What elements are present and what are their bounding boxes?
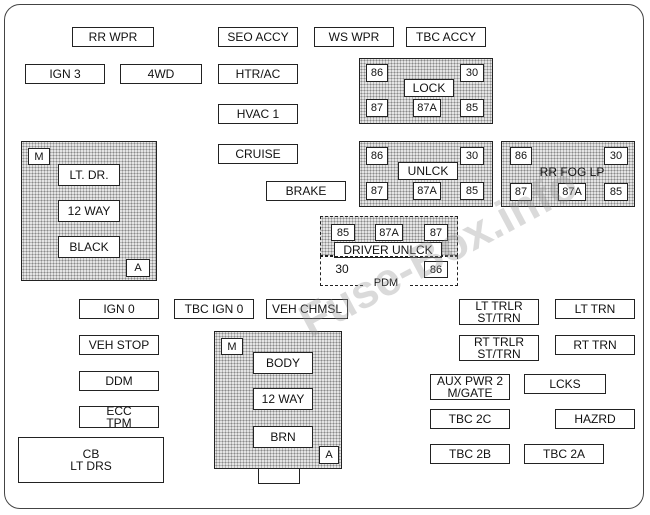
fuse-tbc-accy[interactable]: TBC ACCY [406,27,486,47]
tpm-label: TPM [106,416,132,430]
rr-fog-pin-85: 85 [604,183,628,201]
fuse-rt-trn[interactable]: RT TRN [555,335,635,355]
rr-fog-relay-label: RR FOG LP [539,165,605,179]
lt-dr-m-marker: M [28,148,50,165]
lt-drs-label: LT DRS [70,459,112,473]
lt-dr-module[interactable]: M LT. DR. 12 WAY BLACK A [21,141,157,281]
lt-dr-a-marker: A [126,259,150,277]
body-module[interactable]: M BODY 12 WAY BRN A [214,331,342,469]
unlck-pin-86: 86 [366,147,388,165]
body-m-marker: M [221,338,243,355]
fuse-lt-trn[interactable]: LT TRN [555,299,635,319]
lt-trlr-sub-label: ST/TRN [477,311,521,325]
rt-trlr-sub-label: ST/TRN [477,347,521,361]
fuse-ign3[interactable]: IGN 3 [25,64,105,84]
unlck-pin-85: 85 [460,182,484,200]
fuse-seo-accy[interactable]: SEO ACCY [218,27,298,47]
body-a-marker: A [319,446,339,464]
rr-fog-pin-87: 87 [510,183,532,201]
lt-dr-label: LT. DR. [58,164,120,186]
aux-pwr-label: AUX PWR 2 [436,374,503,388]
fuse-ddm[interactable]: DDM [79,371,159,391]
lock-pin-30: 30 [460,64,484,82]
driver-unlck-label: DRIVER UNLCK [334,242,442,258]
unlck-pin-87: 87 [366,182,388,200]
driver-unlck-pin-87: 87 [424,224,448,241]
fuse-ws-wpr[interactable]: WS WPR [314,27,394,47]
lock-relay-label: LOCK [404,79,454,97]
lock-pin-87: 87 [366,99,388,117]
fuse-rt-trlr-st-trn[interactable]: RT TRLR ST/TRN [459,335,539,361]
lock-pin-85: 85 [460,99,484,117]
pdm-label: PDM [364,276,408,290]
fuse-htr-ac[interactable]: HTR/AC [218,64,298,84]
rr-fog-pin-86: 86 [510,147,532,165]
body-12way: 12 WAY [253,388,313,410]
lt-dr-12way: 12 WAY [58,200,120,222]
fuse-tbc-2b[interactable]: TBC 2B [430,444,510,464]
rr-fog-pin-30: 30 [604,147,628,165]
fuse-tbc-ign0[interactable]: TBC IGN 0 [174,299,254,319]
fuse-veh-stop[interactable]: VEH STOP [79,335,159,355]
fuse-ign0[interactable]: IGN 0 [79,299,159,319]
fuse-veh-chmsl[interactable]: VEH CHMSL [266,299,348,319]
rr-fog-lp-relay[interactable]: 86 30 RR FOG LP 87 87A 85 [501,141,635,207]
lock-pin-87a: 87A [413,99,441,117]
fuse-aux-pwr2-m-gate[interactable]: AUX PWR 2 M/GATE [430,374,510,400]
lock-relay[interactable]: 86 30 LOCK 87 87A 85 [359,58,493,124]
fuse-hvac1[interactable]: HVAC 1 [218,104,298,124]
body-module-tab [258,468,300,484]
m-gate-label: M/GATE [447,386,493,400]
fuse-brake[interactable]: BRAKE [266,181,346,201]
rr-fog-pin-87a: 87A [558,183,586,201]
fuse-lt-trlr-st-trn[interactable]: LT TRLR ST/TRN [459,299,539,325]
body-label: BODY [253,352,313,374]
pdm-pin-30: 30 [335,262,349,276]
unlck-pin-87a: 87A [413,182,441,200]
circuit-breaker-lt-drs[interactable]: CB LT DRS [18,437,164,483]
ecc-label: ECC [106,404,132,418]
lt-trlr-label: LT TRLR [475,299,523,313]
fuse-hazrd[interactable]: HAZRD [555,409,635,429]
lt-dr-black: BLACK [58,236,120,258]
rt-trlr-label: RT TRLR [473,335,524,349]
driver-unlck-pin-85: 85 [331,224,355,241]
fuse-ecc-tpm[interactable]: ECC TPM [79,404,159,430]
fuse-rr-wpr[interactable]: RR WPR [72,27,154,47]
fuse-tbc-2c[interactable]: TBC 2C [430,409,510,429]
unlck-relay-label: UNLCK [398,162,458,180]
fuse-tbc-2a[interactable]: TBC 2A [524,444,604,464]
lock-pin-86: 86 [366,64,388,82]
fuse-lcks[interactable]: LCKS [524,374,606,394]
pdm-pin-86: 86 [424,261,448,278]
unlck-pin-30: 30 [460,147,484,165]
body-brn: BRN [253,426,313,448]
fuse-cruise[interactable]: CRUISE [218,144,298,164]
cb-label: CB [82,447,100,461]
unlck-relay[interactable]: 86 30 UNLCK 87 87A 85 [359,141,493,207]
driver-unlck-pin-87a: 87A [375,224,403,241]
fuse-4wd[interactable]: 4WD [120,64,202,84]
